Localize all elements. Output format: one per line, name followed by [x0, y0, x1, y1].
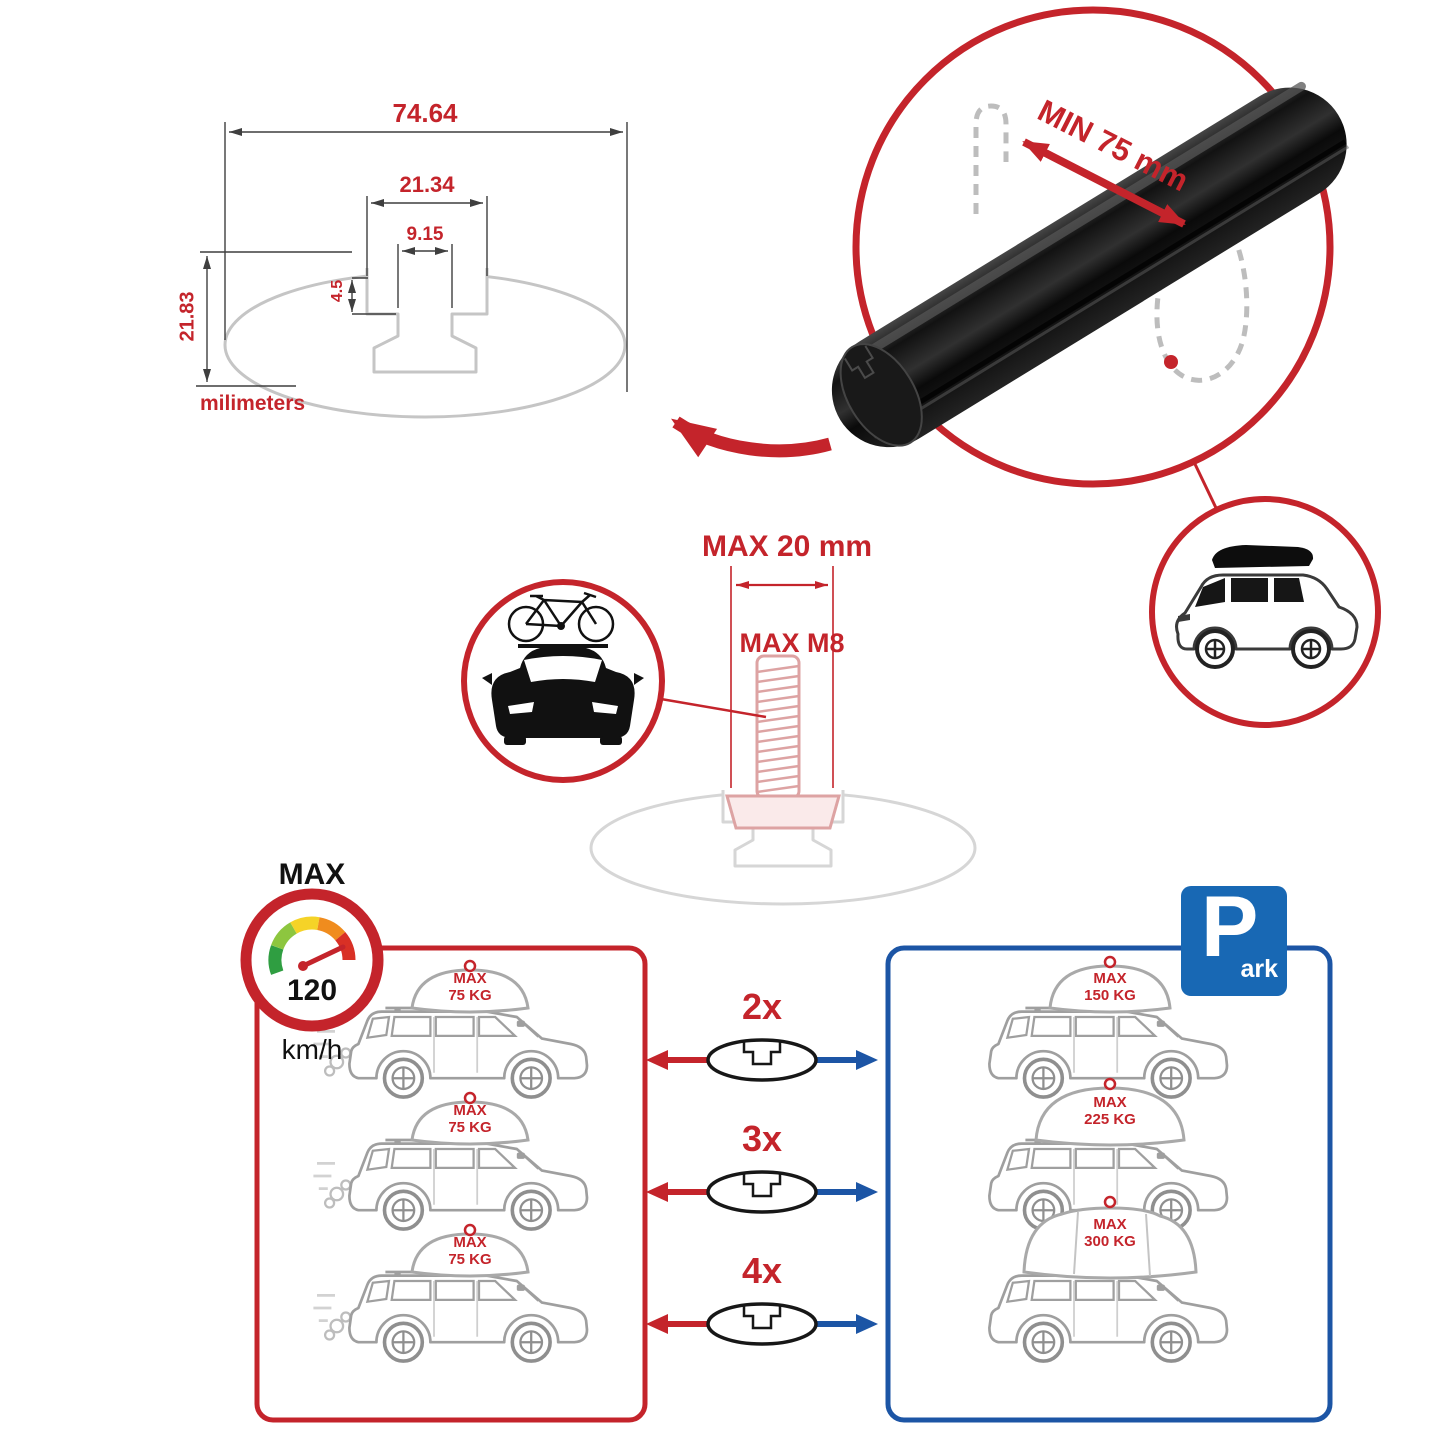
bolt-max-thread-label: MAX M8	[739, 628, 845, 658]
speedometer	[240, 888, 384, 1032]
bike-car-circle	[461, 579, 665, 783]
units-label: milimeters	[200, 392, 306, 415]
park-sign-letter: P	[1201, 879, 1259, 975]
car-front-icon	[491, 648, 635, 738]
multiplier-4x: 4x	[741, 1250, 783, 1291]
speed-max-label: MAX	[278, 858, 346, 891]
profile-dimension-drawing	[196, 122, 628, 419]
red-load-panel	[254, 945, 648, 1423]
dim-total-height: 21.83	[176, 291, 199, 342]
bolt-dim-lines	[730, 566, 834, 788]
bolt-max-length-label: MAX 20 mm	[702, 530, 873, 563]
blue-load-panel	[885, 945, 1333, 1423]
bolt-diagram	[589, 566, 977, 906]
bike-circle-connector	[660, 697, 767, 719]
blue-cargo-domes	[1022, 955, 1198, 1280]
clamp-strap-top-icon	[973, 103, 1009, 214]
min-grip-arrow	[1022, 138, 1186, 228]
dimension-lines	[196, 122, 628, 392]
speed-unit: km/h	[281, 1034, 343, 1065]
gauge-needle-icon	[300, 944, 346, 969]
suv-illustration	[1175, 545, 1359, 669]
red-cargo-domes	[410, 959, 530, 1278]
bike-wheel-icon	[577, 605, 615, 643]
multiplier-2x: 2x	[741, 986, 783, 1027]
speed-value: 120	[286, 974, 338, 1007]
bolt-threads	[756, 664, 800, 794]
bike-car-illustration	[482, 591, 644, 745]
bolt-head	[725, 794, 841, 830]
park-sign: P ark	[1181, 879, 1287, 996]
dim-slot-step-depth: 4.5	[329, 279, 346, 303]
crossbar-profile-icon	[706, 1038, 818, 1082]
suv-roofbox-circle	[1149, 496, 1381, 728]
dim-slot-outer-width: 21.34	[399, 172, 455, 197]
dim-slot-inner-width: 9.15	[406, 224, 444, 245]
multiplier-rows	[646, 1038, 878, 1346]
roofbox-icon	[1212, 545, 1314, 568]
park-sign-suffix: ark	[1240, 955, 1278, 983]
clamp-strap-bottom-icon	[1154, 206, 1250, 383]
dim-total-width: 74.64	[392, 98, 458, 128]
profile-t-slot	[365, 268, 489, 374]
crossbar-profile-icon	[706, 1302, 818, 1346]
suv-connector-line	[1192, 461, 1219, 511]
gauge-arc-icon	[268, 916, 356, 975]
crossbar-profile-icon	[706, 1170, 818, 1214]
multiplier-3x: 3x	[741, 1118, 783, 1159]
clamp-pivot-dot	[1164, 355, 1178, 369]
pointer-arrow	[671, 416, 832, 458]
crossbar-detail-circle	[831, 6, 1350, 488]
crossbar-render	[831, 81, 1350, 448]
